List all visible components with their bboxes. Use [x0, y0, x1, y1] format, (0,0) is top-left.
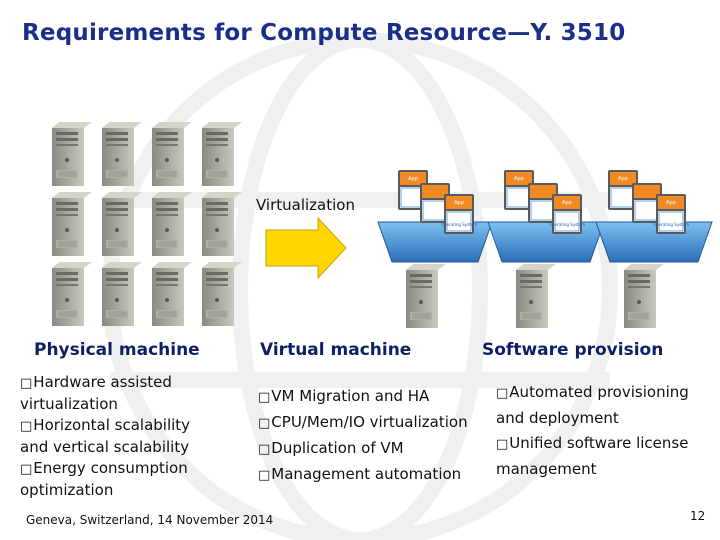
bullet-box-icon: □	[496, 437, 509, 452]
bullet-item: □CPU/Mem/IO virtualization	[258, 413, 468, 431]
bullet-box-icon: □	[258, 390, 271, 405]
physical-server-grid	[51, 121, 243, 327]
virtual-machine-bullets: □VM Migration and HA □CPU/Mem/IO virtual…	[258, 384, 468, 488]
heading-virtual-machine: Virtual machine	[260, 340, 412, 360]
software-provision-bullets: □Automated provisioning and deployment □…	[496, 380, 689, 482]
bullet-continuation: management	[496, 460, 597, 478]
physical-machine-bullets: □Hardware assisted virtualization □Horiz…	[20, 372, 190, 501]
bullet-continuation: and vertical scalability	[20, 438, 190, 456]
bullet-continuation: and deployment	[496, 409, 619, 427]
virtual-host-2	[487, 169, 605, 329]
vm-os-label: Operating System	[653, 222, 689, 227]
bullet-item: □Energy consumption	[20, 459, 188, 477]
slide-title: Requirements for Compute Resource—Y. 351…	[22, 20, 626, 46]
bullet-item: □Management automation	[258, 465, 462, 483]
bullet-continuation: virtualization	[20, 395, 118, 413]
virtualization-diagram: App App App App App App Operating System…	[51, 121, 713, 329]
bullet-item: □Duplication of VM	[258, 439, 404, 457]
vm-app-label: App	[408, 176, 418, 182]
bullet-box-icon: □	[258, 468, 271, 483]
bullet-box-icon: □	[20, 376, 33, 391]
bullet-box-icon: □	[20, 419, 33, 434]
bullet-item: □Automated provisioning	[496, 383, 689, 401]
bullet-box-icon: □	[258, 442, 271, 457]
vm-app-label: App	[562, 200, 572, 206]
page-number: 12	[690, 509, 706, 523]
bullet-item: □VM Migration and HA	[258, 387, 430, 405]
heading-physical-machine: Physical machine	[34, 340, 200, 360]
virtualization-label: Virtualization	[256, 196, 355, 214]
bullet-box-icon: □	[20, 462, 33, 477]
vm-app-label: App	[514, 176, 524, 182]
vm-os-label: Operating System	[441, 222, 477, 227]
vm-app-label: App	[454, 200, 464, 206]
heading-software-provision: Software provision	[482, 340, 664, 360]
bullet-item: □Hardware assisted	[20, 373, 172, 391]
bullet-box-icon: □	[258, 416, 271, 431]
vm-app-label: App	[666, 200, 676, 206]
vm-os-label: Operating System	[549, 222, 585, 227]
bullet-item: □Unified software license	[496, 434, 689, 452]
bullet-continuation: optimization	[20, 481, 114, 499]
vm-app-label: App	[618, 176, 628, 182]
bullet-box-icon: □	[496, 386, 509, 401]
virtualization-arrow	[265, 216, 347, 280]
bullet-item: □Horizontal scalability	[20, 416, 191, 434]
virtual-host-3	[595, 169, 713, 329]
footer-location-date: Geneva, Switzerland, 14 November 2014	[26, 513, 274, 527]
virtual-host-1	[377, 169, 493, 329]
